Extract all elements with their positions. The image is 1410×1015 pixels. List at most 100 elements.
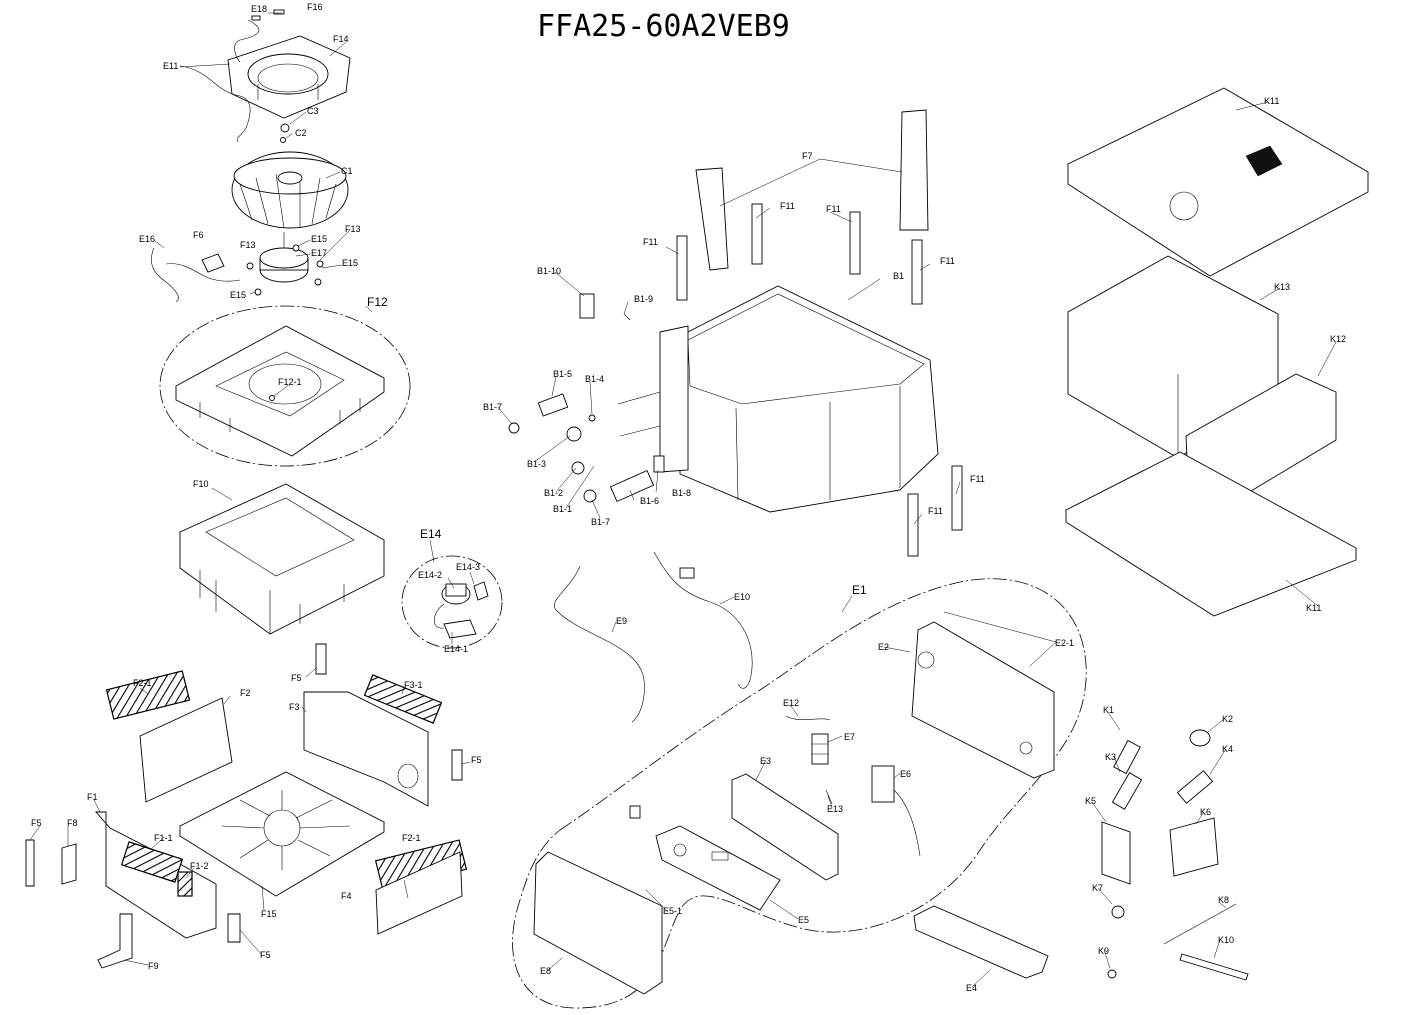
label-k12: K12 (1330, 334, 1346, 344)
wire-e13 (825, 789, 833, 805)
label-e14: E14 (420, 527, 442, 541)
label-f5-right: F5 (471, 755, 482, 765)
label-e12: E12 (783, 698, 799, 708)
label-e15-top: E15 (311, 234, 327, 244)
label-e9: E9 (616, 616, 627, 626)
fan-motor-e17 (259, 232, 309, 283)
ferrite-e5-1 (629, 805, 641, 819)
terminal-block-e6 (871, 765, 921, 857)
lead-wire-e16 (151, 247, 241, 303)
leader-lines (29, 12, 1337, 988)
nut-c3 (280, 123, 290, 133)
label-f16: F16 (307, 2, 323, 12)
label-f1-1: F1-1 (154, 833, 173, 843)
washer-c2 (280, 137, 286, 143)
f12-group-outline (159, 305, 411, 467)
cover-e4 (913, 905, 1049, 979)
label-k11-top: K11 (1264, 96, 1279, 106)
label-b1-2: B1-2 (544, 488, 563, 498)
bracket-f5-top (315, 643, 327, 675)
label-b1-3: B1-3 (527, 459, 546, 469)
label-f10: F10 (193, 479, 209, 489)
e1-group-outline (512, 578, 1087, 1009)
label-f11-a: F11 (643, 237, 658, 247)
label-b1-6: B1-6 (640, 496, 659, 506)
electrical-box-e2 (911, 621, 1055, 779)
label-e15-right: E15 (342, 258, 358, 268)
support-bracket-f7 (695, 109, 929, 271)
label-e7: E7 (844, 732, 855, 742)
label-e5-1: E5-1 (663, 906, 682, 916)
clip-f16 (273, 9, 285, 15)
label-f8: F8 (67, 818, 78, 828)
label-f11-b: F11 (780, 201, 795, 211)
part-labels: E18 F16 F14 E11 C3 C2 C1 E16 F6 F13 F13 … (31, 2, 1346, 993)
insulation-f11 (676, 203, 963, 557)
thermistor-e18 (251, 15, 261, 21)
label-f9: F9 (148, 961, 159, 971)
label-k2: K2 (1222, 714, 1233, 724)
turbo-fan-c1 (231, 151, 349, 229)
thermistor-wire-e11 (179, 19, 260, 143)
label-b1-7-top: B1-7 (483, 402, 502, 412)
decoration-panel-f12 (175, 325, 385, 457)
seal-f2-1-left (105, 670, 191, 720)
connector-f6 (201, 253, 225, 273)
accessory-k4 (1176, 770, 1214, 804)
bracket-f5-bottom (227, 913, 241, 943)
label-c1: C1 (341, 166, 353, 176)
side-plate-f4 (375, 851, 463, 935)
label-e14-2: E14-2 (418, 570, 442, 580)
pcb-e5 (655, 825, 781, 911)
label-c3: C3 (307, 106, 319, 116)
label-e13: E13 (827, 804, 843, 814)
label-f2: F2 (240, 688, 251, 698)
label-e14-1: E14-1 (444, 644, 468, 654)
diagram-title: FFA25-60A2VEB9 (537, 9, 790, 44)
label-b1-8: B1-8 (672, 488, 691, 498)
label-k11-bottom: K11 (1306, 603, 1321, 613)
label-f6: F6 (193, 230, 204, 240)
bottom-frame-f15 (179, 771, 385, 897)
accessory-k7 (1111, 905, 1125, 919)
label-e8: E8 (540, 966, 551, 976)
label-f13-right: F13 (345, 224, 361, 234)
label-k4: K4 (1222, 744, 1233, 754)
heat-exchanger-fittings-b1 (508, 293, 665, 503)
cover-e8 (533, 851, 663, 995)
label-k1: K1 (1103, 705, 1114, 715)
label-e5: E5 (798, 915, 809, 925)
label-k9: K9 (1098, 946, 1109, 956)
bracket-f5-left (25, 839, 35, 887)
label-e14-3: E14-3 (456, 562, 480, 572)
accessory-k8 (1163, 903, 1237, 945)
label-f1-2: F1-2 (190, 861, 209, 871)
label-f5-top: F5 (291, 673, 302, 683)
accessory-k10 (1179, 953, 1249, 981)
label-f11-f: F11 (928, 506, 943, 516)
label-e17: E17 (311, 248, 327, 258)
label-f2-1-left: F2-1 (133, 678, 152, 688)
base-tray-k11 (1065, 451, 1358, 617)
label-f4: F4 (341, 891, 352, 901)
accessory-k3 (1111, 772, 1143, 810)
accessory-k1 (1113, 739, 1141, 775)
drain-pan-f10 (179, 483, 385, 635)
label-f11-c: F11 (826, 204, 841, 214)
label-e18: E18 (251, 4, 267, 14)
label-b1-4: B1-4 (585, 374, 604, 384)
wiring-e9 (554, 565, 645, 723)
label-f12-1: F12-1 (278, 377, 302, 387)
label-b1: B1 (893, 271, 904, 281)
label-f15: F15 (261, 909, 277, 919)
screws-f13-e15 (246, 244, 324, 296)
label-e10: E10 (734, 592, 750, 602)
e14-group-outline (401, 555, 503, 649)
accessory-k5 (1101, 821, 1131, 885)
wiring-e10 (653, 551, 753, 689)
label-k8: K8 (1218, 895, 1229, 905)
label-c2: C2 (295, 128, 307, 138)
label-k6: K6 (1200, 807, 1211, 817)
label-f7: F7 (802, 151, 813, 161)
seal-f1-1 (120, 841, 184, 883)
